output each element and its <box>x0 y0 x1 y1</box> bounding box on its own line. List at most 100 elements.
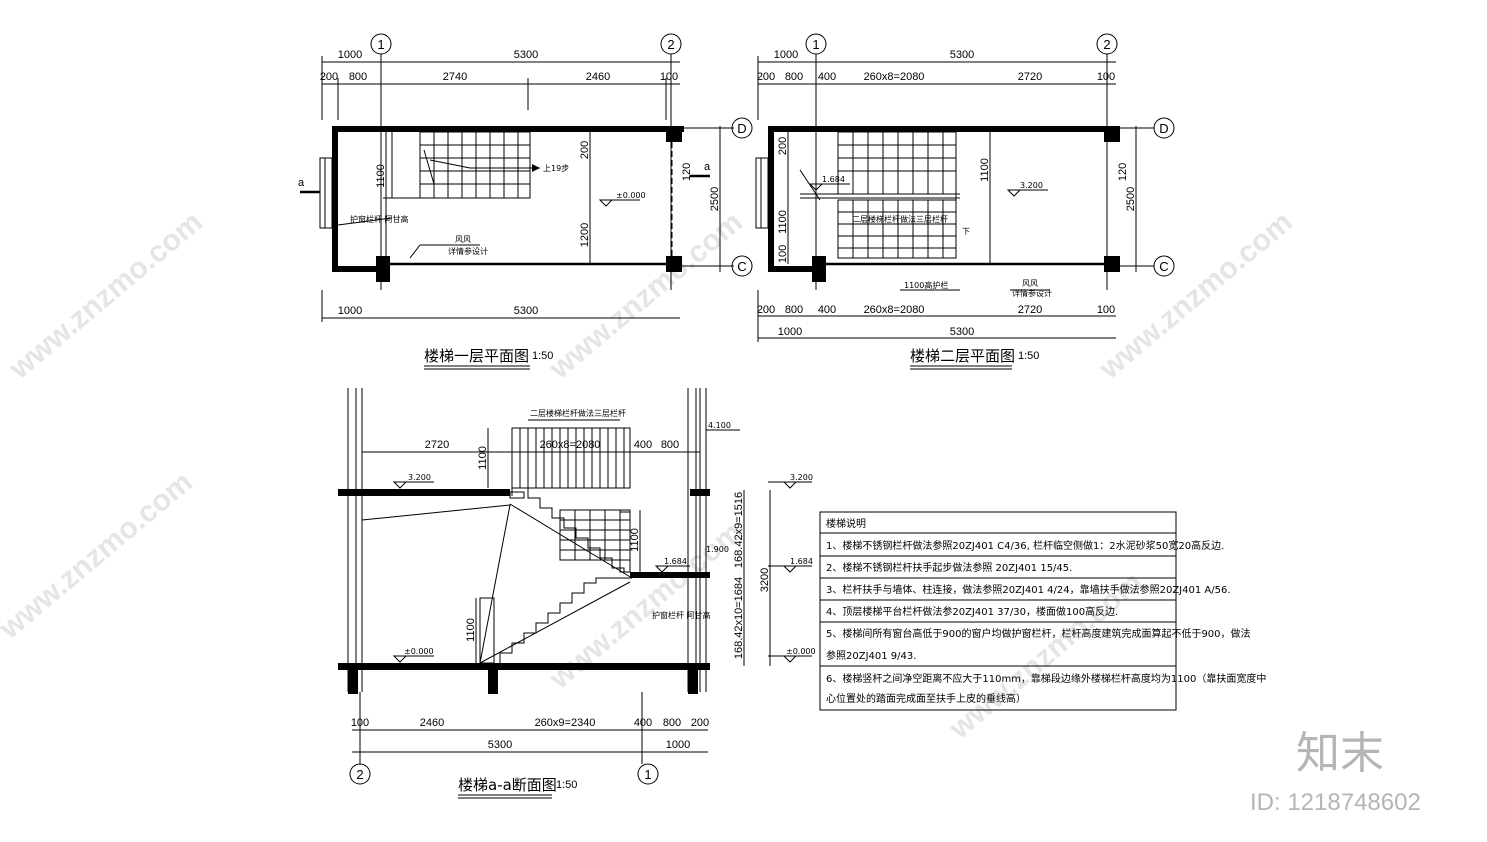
axis-label: 1 <box>644 767 651 782</box>
level-label: ±0.000 <box>404 647 434 656</box>
drawing-title: 楼梯一层平面图 <box>424 347 529 365</box>
dim-label: 800 <box>785 71 803 83</box>
dim-label: 1100 <box>375 164 387 188</box>
axis-label: 2 <box>356 767 363 782</box>
dim-label: 120 <box>681 163 693 181</box>
annotation: 1100高护栏 <box>904 280 948 290</box>
dim-label: 1100 <box>629 528 641 552</box>
axis-label: 2 <box>1103 37 1110 52</box>
dim-label: 100 <box>777 245 789 263</box>
note-item: 参照20ZJ401 9/43. <box>826 649 916 662</box>
dim-label: 200 <box>579 141 591 159</box>
dim-label: 5300 <box>488 739 512 751</box>
dim-label: 260x8=2080 <box>864 304 925 316</box>
dim-label: 2460 <box>420 717 444 729</box>
stair-treads <box>838 132 956 194</box>
dim-label: 168.42x9=1516 <box>733 492 745 568</box>
level-label: ±0.000 <box>786 647 816 656</box>
dim-label: 100 <box>1097 304 1115 316</box>
section-mark: a <box>704 161 711 173</box>
axis-bubble <box>805 33 827 55</box>
dim-label: 800 <box>663 717 681 729</box>
dim-label: 2720 <box>425 439 449 451</box>
axis-label: D <box>1159 121 1168 136</box>
note-item: 2、楼梯不锈钢栏杆扶手起步做法参照 20ZJ401 15/45. <box>826 561 1072 574</box>
note-item: 3、栏杆扶手与墙体、柱连接，做法参照20ZJ401 4/24，靠墙扶手做法参照2… <box>826 583 1231 596</box>
drawing-scale: 1:50 <box>532 350 553 362</box>
dim-label: 2500 <box>709 187 721 211</box>
annotation: 护窗栏杆 阿甘高 <box>652 610 711 620</box>
notes-table: 楼梯说明 1、楼梯不锈钢栏杆做法参照20ZJ401 C4/36, 栏杆临空侧做1… <box>819 511 1266 711</box>
dim-label: 100 <box>351 717 369 729</box>
axis-label: 1 <box>377 37 384 52</box>
level-label: 1.900 <box>706 545 729 554</box>
annotation: 护窗栏杆 阿甘高 <box>350 214 409 224</box>
level-label: 1.684 <box>822 175 845 184</box>
dim-label: 800 <box>661 439 679 451</box>
drawing-scale: 1:50 <box>1018 350 1039 362</box>
section-a-a: 2720 260x8=2080 400 800 二层楼梯栏杆做法三层栏杆 110… <box>338 388 816 799</box>
dim-label: 200 <box>777 137 789 155</box>
dim-label: 400 <box>634 717 652 729</box>
dim-label: 3200 <box>759 568 771 592</box>
level-label: 4.100 <box>708 421 731 430</box>
dim-label: 5300 <box>950 49 974 61</box>
level-label: 1.684 <box>790 557 813 566</box>
plan-second-floor: 1 2 1000 5300 200 800 400 260x8=2080 272… <box>755 33 1175 370</box>
notes-heading: 楼梯说明 <box>826 517 866 530</box>
watermark-text: www.znzmo.com <box>1093 205 1299 386</box>
axis-bubble <box>731 255 753 277</box>
dim-label: 2720 <box>1018 304 1042 316</box>
dim-label: 2720 <box>1018 71 1042 83</box>
dim-label: 1000 <box>338 49 362 61</box>
dim-label: 5300 <box>950 326 974 338</box>
axis-bubble <box>660 33 682 55</box>
dim-label: 400 <box>634 439 652 451</box>
dim-label: 200 <box>691 717 709 729</box>
note-item: 5、楼梯间所有窗台高低于900的窗户均做护窗栏杆，栏杆高度建筑完成面算起不低于9… <box>826 627 1251 640</box>
dim-label: 5300 <box>514 49 538 61</box>
railing <box>511 427 631 489</box>
annotation: 二层楼梯栏杆做法三层栏杆 <box>530 408 626 418</box>
stair-direction-label: 下 <box>962 227 970 236</box>
stair-flight-lower <box>479 577 632 664</box>
dim-label: 260x9=2340 <box>535 717 596 729</box>
level-label: 3.200 <box>408 473 431 482</box>
dim-label: 168.42x10=1684 <box>733 577 745 659</box>
level-label: 3.200 <box>1020 181 1043 190</box>
axis-label: 1 <box>812 37 819 52</box>
dim-label: 2500 <box>1125 187 1137 211</box>
drawing-title: 楼梯二层平面图 <box>910 347 1015 365</box>
axis-bubble <box>1153 255 1175 277</box>
dim-label: 100 <box>660 71 678 83</box>
axis-bubble <box>370 33 392 55</box>
dim-label: 200 <box>757 304 775 316</box>
dim-label: 120 <box>1117 163 1129 181</box>
axis-label: C <box>737 259 746 274</box>
axis-bubble <box>731 117 753 139</box>
annotation: 二层楼梯栏杆做法三层栏杆 <box>852 214 948 224</box>
annotation: 风风 <box>1022 279 1038 288</box>
annotation: 详情参设计 <box>1012 288 1052 298</box>
dim-label: 400 <box>818 304 836 316</box>
stair-treads <box>420 132 530 198</box>
annotation: 风风 <box>455 235 471 244</box>
axis-label: 2 <box>667 37 674 52</box>
dim-label: 800 <box>349 71 367 83</box>
note-item: 心位置处的踏面完成面至扶手上皮的垂线高） <box>826 692 1026 705</box>
axis-bubble <box>1153 117 1175 139</box>
annotation: 详情参设计 <box>448 246 488 256</box>
dim-label: 2460 <box>586 71 610 83</box>
dim-label: 1000 <box>338 305 362 317</box>
stair-treads <box>838 200 956 258</box>
dim-label: 800 <box>785 304 803 316</box>
watermark-text: www.znzmo.com <box>3 205 209 386</box>
dim-label: 260x8=2080 <box>864 71 925 83</box>
brand-logo: 知末 <box>1296 728 1384 779</box>
dim-label: 100 <box>1097 71 1115 83</box>
watermark-text: www.znzmo.com <box>0 465 199 646</box>
watermark-text: www.znzmo.com <box>543 205 749 386</box>
note-item: 4、顶层楼梯平台栏杆做法参20ZJ401 37/30，楼面做100高反边. <box>826 605 1118 618</box>
axis-bubble <box>1096 33 1118 55</box>
